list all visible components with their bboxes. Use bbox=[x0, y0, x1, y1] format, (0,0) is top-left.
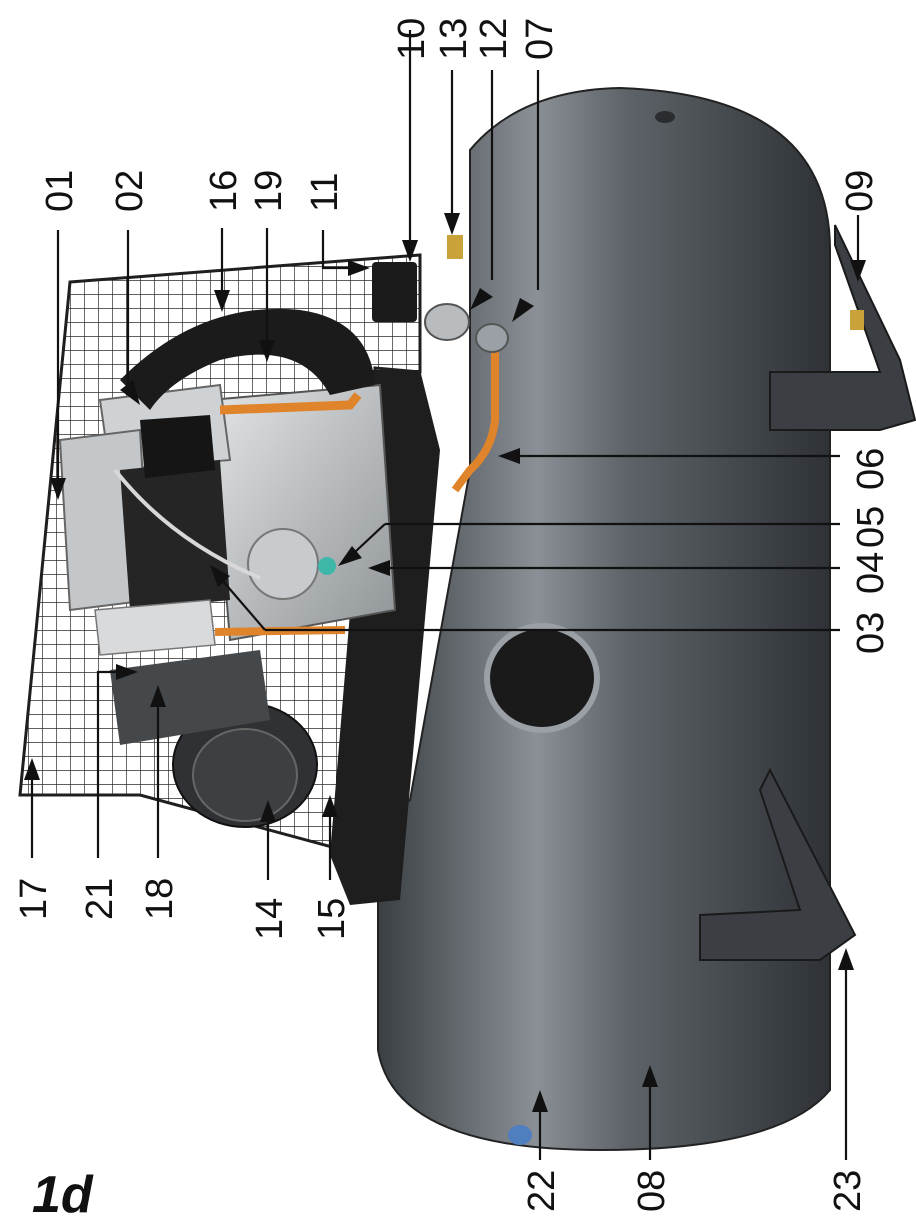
oil-sight-glass bbox=[318, 557, 336, 575]
check-valve bbox=[475, 323, 509, 353]
tank-inspection-port bbox=[484, 623, 600, 733]
intake-filter bbox=[140, 415, 215, 478]
callout-03: 03 bbox=[850, 612, 892, 654]
callout-leaders bbox=[24, 30, 866, 1160]
pump-crankcase bbox=[208, 383, 397, 642]
cylinder-fins bbox=[120, 460, 230, 610]
callout-18: 18 bbox=[139, 878, 181, 920]
pressure-pipe bbox=[451, 345, 499, 493]
motor-housing bbox=[110, 650, 270, 745]
tank-cap-mark bbox=[655, 111, 675, 123]
drain-fitting bbox=[850, 310, 864, 330]
air-receiver-tank bbox=[377, 86, 831, 1152]
safety-valve bbox=[447, 235, 463, 259]
callout-16: 16 bbox=[203, 170, 245, 212]
finned-aftercooler bbox=[94, 599, 216, 656]
callout-12: 12 bbox=[473, 18, 515, 60]
callout-11: 11 bbox=[304, 173, 346, 212]
callout-08: 08 bbox=[631, 1170, 673, 1212]
tank-bottom-valve bbox=[508, 1125, 532, 1145]
callout-09: 09 bbox=[839, 170, 881, 212]
callout-14: 14 bbox=[249, 898, 291, 940]
compressor-illustration bbox=[18, 86, 916, 1152]
callout-06: 06 bbox=[850, 448, 892, 490]
callout-15: 15 bbox=[311, 898, 353, 940]
pressure-gauge bbox=[424, 303, 470, 341]
motor-fan-cover bbox=[192, 728, 298, 822]
figure-label: 1d bbox=[32, 1166, 94, 1222]
callout-13: 13 bbox=[433, 18, 475, 60]
callout-02: 02 bbox=[109, 170, 151, 212]
callout-01: 01 bbox=[39, 170, 81, 212]
callout-22: 22 bbox=[521, 1170, 563, 1212]
callout-21: 21 bbox=[79, 878, 121, 920]
callout-07: 07 bbox=[519, 18, 561, 60]
callout-17: 17 bbox=[13, 878, 55, 920]
callout-labels: 01 02 16 19 11 10 13 12 07 09 06 05 04 0… bbox=[13, 18, 892, 1212]
callout-04: 04 bbox=[850, 552, 892, 594]
mounting-frame bbox=[330, 370, 440, 905]
tank-foot-top bbox=[769, 224, 916, 431]
head-pipe-upper bbox=[219, 392, 362, 415]
connecting-hose bbox=[113, 468, 261, 580]
tank-foot-bottom bbox=[699, 767, 857, 961]
callout-19: 19 bbox=[248, 170, 290, 212]
callout-05: 05 bbox=[850, 506, 892, 548]
pressure-switch bbox=[372, 262, 417, 322]
callout-10: 10 bbox=[391, 18, 433, 60]
crankcase-cover bbox=[247, 528, 319, 600]
flywheel bbox=[120, 308, 375, 410]
callout-23: 23 bbox=[827, 1170, 869, 1212]
